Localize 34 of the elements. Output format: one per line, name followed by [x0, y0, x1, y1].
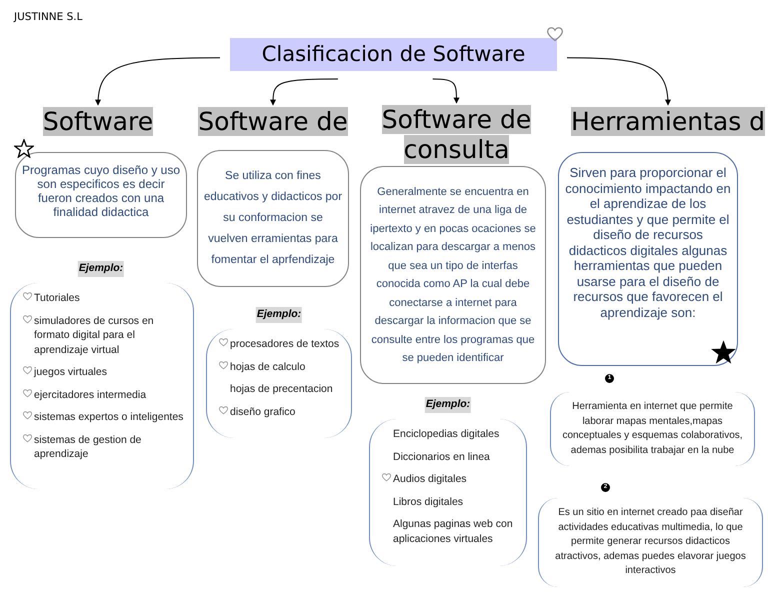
list-item: Algunas paginas web con aplicaciones virtuales [393, 517, 514, 546]
example-heading: Ejemplo: [256, 307, 302, 323]
tool-description-box: Es un sitio en internet creado paa diseñar actividades educativas multimedia, lo que permite generar recursos didacticos atractivos, ademas puedes elavorar juegos interactivos [538, 498, 763, 587]
arrow [566, 57, 671, 106]
example-heading: Ejemplo: [78, 261, 124, 277]
list-item: Enciclopedias digitales [393, 427, 500, 442]
list-item: procesadores de textos [230, 337, 340, 352]
category-heading: Software [42, 107, 154, 137]
list-item: sistemas de gestion de aprendizaje [34, 432, 142, 462]
list-item: hojas de calculo [230, 360, 306, 374]
list-item: Tutoriales [34, 291, 80, 306]
list-item: ejercitadores intermedia [34, 388, 146, 402]
category-heading: Software de [196, 107, 350, 137]
list-item: sistemas expertos o inteligentes [34, 410, 184, 424]
list-item: diseño grafico [230, 404, 296, 419]
arrow [432, 78, 460, 104]
category-heading: Herramientas d [569, 107, 767, 137]
title-box: Clasificacion de Software [230, 38, 557, 71]
arrow [95, 57, 220, 106]
description-box: Programas cuyo diseño y uso son especificos es decir fueron creados con una finalidad didactica [15, 152, 187, 238]
tool-description-box: Herramienta en internet que permite laborar mapas mentales,mapas conceptuales y esquemas colaborativos, ademas posibilita trabajar en la nube [550, 392, 755, 466]
author-name: JUSTINNE S.L [14, 10, 82, 25]
list-item: juegos virtuales [34, 365, 107, 380]
list-item: hojas de precentacion [230, 382, 333, 396]
list-item: simuladores de cursos en formato digital para el aprendizaje virtual [34, 314, 155, 357]
description-box: Sirven para proporcionar el conocimiento impactando en el aprendizae de los estudiantes y que permite el diseño de recursos didacticos digitales algunas herramientas que pueden usarse para el diseño de recursos que favorecen el aprendizaje son: [558, 152, 738, 366]
arrow [270, 78, 338, 106]
description-box: Se utiliza con fines educativos y didacticos por su conformacion se vuelven erramientas para fomentar el aprfendizaje [197, 150, 349, 287]
description-box: Generalmente se encuentra en internet atravez de una liga de ipertexto y en pocas ocaciones se localizan para descargar a menos que sea un tipo de interfas conocida como AP la cual debe conectarse a internet para descargar la informacion que se consulte entre los programas que se pueden identificar [360, 166, 546, 384]
list-item: Libros digitales [393, 494, 464, 509]
example-heading: Ejemplo: [424, 397, 472, 413]
category-heading: Software de consulta [379, 105, 534, 165]
list-item: Diccionarios en linea [393, 450, 490, 464]
list-item: Audios digitales [393, 472, 467, 486]
